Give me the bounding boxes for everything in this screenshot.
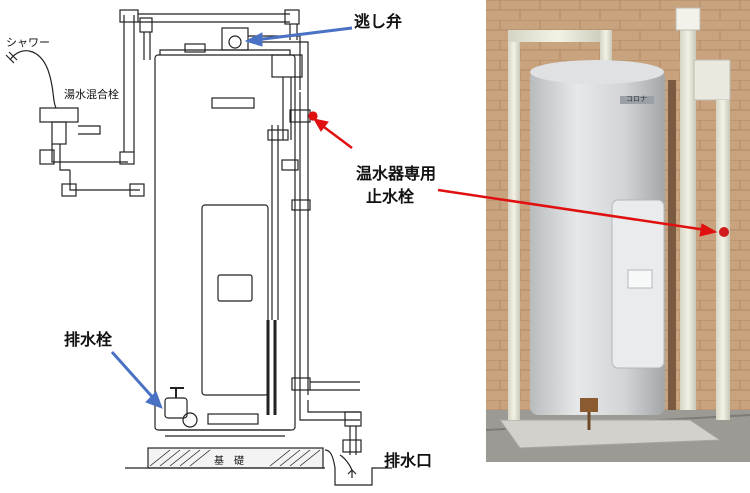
foundation-label: 基 礎 [214,456,244,467]
water-heater-diagram [5,9,392,486]
shower-label: シャワー [6,36,50,49]
photo-brand-label: コロナ [626,95,647,103]
mixer-faucet [39,107,79,123]
photo-stop-valve [719,227,729,237]
photo-tank [530,70,665,415]
tank-panel [201,204,269,396]
drain-plug-label: 排水栓 [64,330,113,349]
stop-valve-handle [308,111,318,121]
shower-hose [9,50,57,109]
mixer-label: 湯水混合栓 [64,88,119,101]
drain-outlet-label: 排水口 [384,451,433,470]
stop-valve-label-line2: 止水栓 [366,187,415,206]
stop-valve-label-line1: 温水器専用 [356,164,437,183]
relief-valve-label: 逃し弁 [354,12,403,31]
relief-valve [221,27,249,51]
drain-pit [324,449,392,486]
